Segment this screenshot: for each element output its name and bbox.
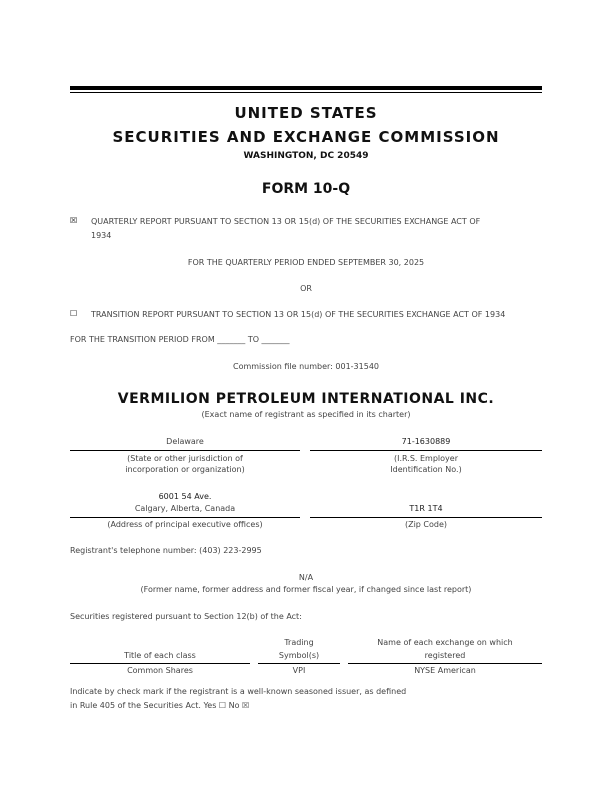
- commission-file-number: Commission file number: 001-31540: [232, 362, 379, 371]
- former-name-value: N/A: [298, 573, 314, 582]
- table-rule-class: [70, 663, 250, 664]
- company-name-caption: (Exact name of registrant as specified i…: [201, 410, 411, 419]
- zip-rule: [310, 517, 542, 518]
- table-header-exchange-2: registered: [424, 651, 466, 660]
- employer-id-caption-1: (I.R.S. Employer: [394, 454, 458, 463]
- seasoned-issuer-text-2: in Rule 405 of the Securities Act. Yes ☐…: [70, 701, 250, 710]
- address-caption: (Address of principal executive offices): [107, 520, 263, 529]
- employer-id: 71-1630889: [401, 437, 451, 446]
- quarterly-period: FOR THE QUARTERLY PERIOD ENDED SEPTEMBER…: [187, 258, 425, 267]
- transition-period: FOR THE TRANSITION PERIOD FROM _______ T…: [70, 335, 290, 344]
- form-title: FORM 10-Q: [261, 181, 351, 197]
- table-header-exchange-1: Name of each exchange on which: [377, 638, 513, 647]
- state-of-incorporation: Delaware: [166, 437, 204, 446]
- state-caption-1: (State or other jurisdiction of: [127, 454, 243, 463]
- zip-code: T1R 1T4: [409, 504, 443, 513]
- transition-report-text: TRANSITION REPORT PURSUANT TO SECTION 13…: [91, 310, 506, 319]
- state-rule: [70, 450, 300, 451]
- table-header-symbol-1: Trading: [284, 638, 314, 647]
- company-name: VERMILION PETROLEUM INTERNATIONAL INC.: [117, 391, 495, 407]
- table-header-symbol-2: Symbol(s): [278, 651, 320, 660]
- table-value-class: Common Shares: [127, 666, 193, 675]
- top-rule-thin: [70, 92, 542, 93]
- state-caption-2: incorporation or organization): [125, 465, 245, 474]
- seasoned-issuer-text-1: Indicate by check mark if the registrant…: [70, 687, 407, 696]
- quarterly-checkbox: ☒: [70, 216, 78, 225]
- employer-id-caption-2: Identification No.): [390, 465, 462, 474]
- header-line-3: WASHINGTON, DC 20549: [243, 151, 369, 161]
- table-value-exchange: NYSE American: [414, 666, 476, 675]
- header-line-2: SECURITIES AND EXCHANGE COMMISSION: [112, 128, 500, 146]
- or-separator: OR: [300, 284, 312, 293]
- address-line-1: 6001 54 Ave.: [158, 492, 212, 501]
- quarterly-report-text-1: QUARTERLY REPORT PURSUANT TO SECTION 13 …: [91, 217, 481, 226]
- employer-id-rule: [310, 450, 542, 451]
- table-rule-symbol: [258, 663, 340, 664]
- address-line-2: Calgary, Alberta, Canada: [134, 504, 236, 513]
- zip-caption: (Zip Code): [404, 520, 448, 529]
- top-rule-thick: [70, 86, 542, 90]
- former-name-caption: (Former name, former address and former …: [140, 585, 472, 594]
- quarterly-report-text-2: 1934: [91, 231, 112, 240]
- table-value-symbol: VPI: [292, 666, 306, 675]
- transition-checkbox: ☐: [70, 309, 78, 318]
- registrant-phone: Registrant's telephone number: (403) 223…: [70, 546, 262, 555]
- table-header-class: Title of each class: [124, 651, 196, 660]
- header-line-1: UNITED STATES: [234, 104, 378, 122]
- table-rule-exchange: [348, 663, 542, 664]
- address-rule: [70, 517, 300, 518]
- registered-securities-heading: Securities registered pursuant to Sectio…: [70, 612, 302, 621]
